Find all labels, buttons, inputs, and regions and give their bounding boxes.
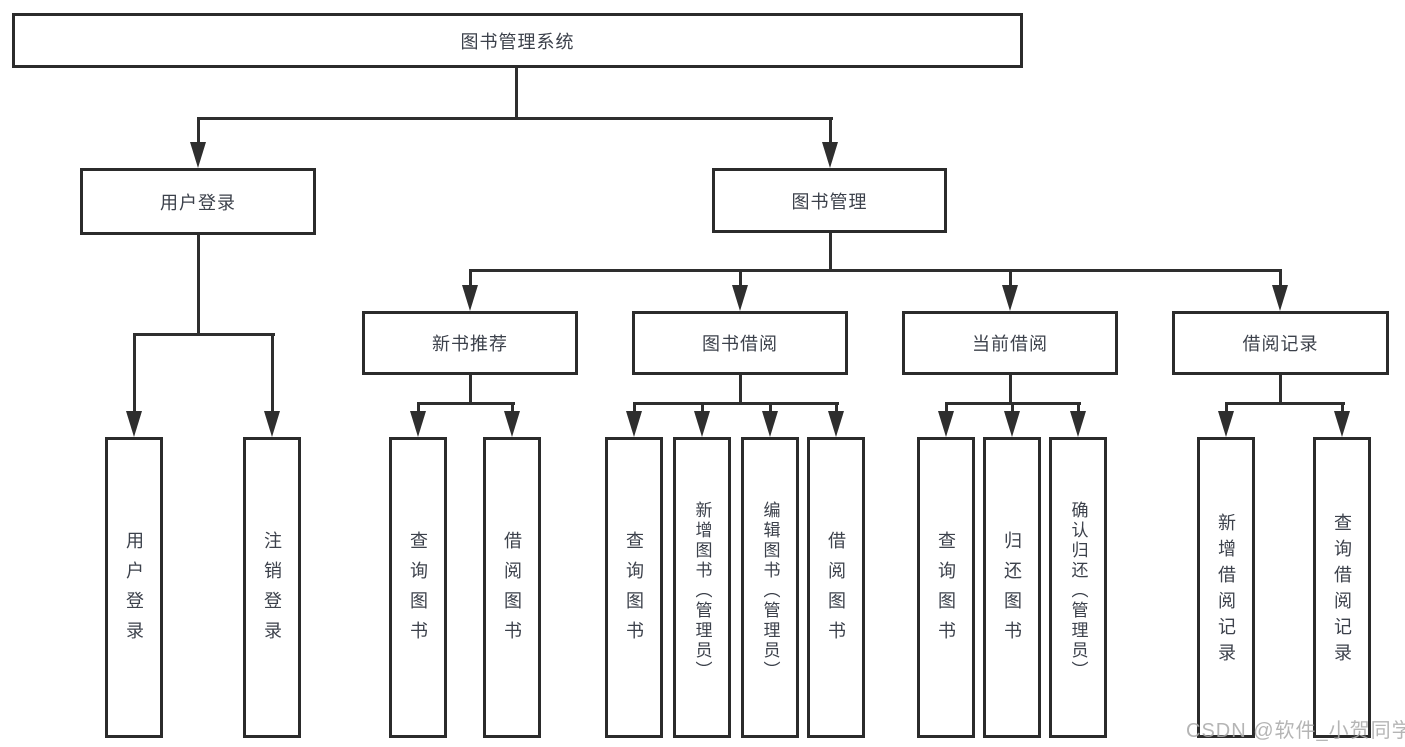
connector-line [769,402,772,413]
leaf-query-books-current: 查询图书 [917,437,975,738]
arrowhead-down-icon [1218,411,1234,437]
arrowhead-down-icon [1002,285,1018,311]
connector-line [1009,375,1012,405]
connector-line [945,402,948,413]
leaf-add-books-admin: 新增图书（管理员） [673,437,731,738]
connector-line [1077,402,1080,413]
arrowhead-down-icon [1004,411,1020,437]
arrowhead-down-icon [694,411,710,437]
leaf-query-borrowing-record: 查询借阅记录 [1313,437,1371,738]
connector-line [469,269,1282,272]
leaf-add-borrowing-record: 新增借阅记录 [1197,437,1255,738]
arrowhead-down-icon [732,285,748,311]
arrowhead-down-icon [190,142,206,168]
csdn-watermark: CSDN @软件_小贺同学 [1186,720,1405,742]
leaf-borrow-books-borrowing: 借阅图书 [807,437,865,738]
connector-line [271,333,274,413]
leaf-query-books-borrowing: 查询图书 [605,437,663,738]
node-book-management: 图书管理 [712,168,947,233]
arrowhead-down-icon [762,411,778,437]
leaf-confirm-return-admin: 确认归还（管理员） [1049,437,1107,738]
connector-line [739,269,742,287]
connector-line [1279,269,1282,287]
arrowhead-down-icon [1334,411,1350,437]
connector-line [1341,402,1344,413]
connector-line [701,402,704,413]
connector-line [197,235,200,336]
connector-line [835,402,838,413]
connector-line [1009,269,1012,287]
connector-line [469,269,472,287]
arrowhead-down-icon [822,142,838,168]
connector-line [1011,402,1014,413]
connector-line [469,375,472,405]
connector-line [633,402,636,413]
arrowhead-down-icon [264,411,280,437]
connector-line [417,402,420,413]
node-library-management-system: 图书管理系统 [12,13,1023,68]
connector-line [511,402,514,413]
connector-line [197,117,200,143]
leaf-edit-books-admin: 编辑图书（管理员） [741,437,799,738]
connector-line [515,68,518,118]
node-book-borrowing: 图书借阅 [632,311,848,375]
connector-line [1225,402,1228,413]
arrowhead-down-icon [410,411,426,437]
leaf-query-books-recommendation: 查询图书 [389,437,447,738]
arrowhead-down-icon [126,411,142,437]
connector-line [829,233,832,272]
connector-line [1279,375,1282,405]
connector-line [197,117,833,120]
leaf-borrow-books-recommendation: 借阅图书 [483,437,541,738]
node-borrowing-records: 借阅记录 [1172,311,1389,375]
connector-line [829,117,832,143]
connector-line [133,333,136,413]
arrowhead-down-icon [626,411,642,437]
connector-line [417,402,515,405]
node-user-login: 用户登录 [80,168,316,235]
connector-line [739,375,742,405]
connector-line [633,402,839,405]
leaf-logout: 注销登录 [243,437,301,738]
leaf-return-books: 归还图书 [983,437,1041,738]
node-current-borrowing: 当前借阅 [902,311,1118,375]
connector-line [133,333,275,336]
arrowhead-down-icon [828,411,844,437]
arrowhead-down-icon [1272,285,1288,311]
connector-line [1225,402,1345,405]
arrowhead-down-icon [462,285,478,311]
arrowhead-down-icon [938,411,954,437]
arrowhead-down-icon [1070,411,1086,437]
leaf-user-login: 用户登录 [105,437,163,738]
arrowhead-down-icon [504,411,520,437]
node-new-book-recommendation: 新书推荐 [362,311,578,375]
